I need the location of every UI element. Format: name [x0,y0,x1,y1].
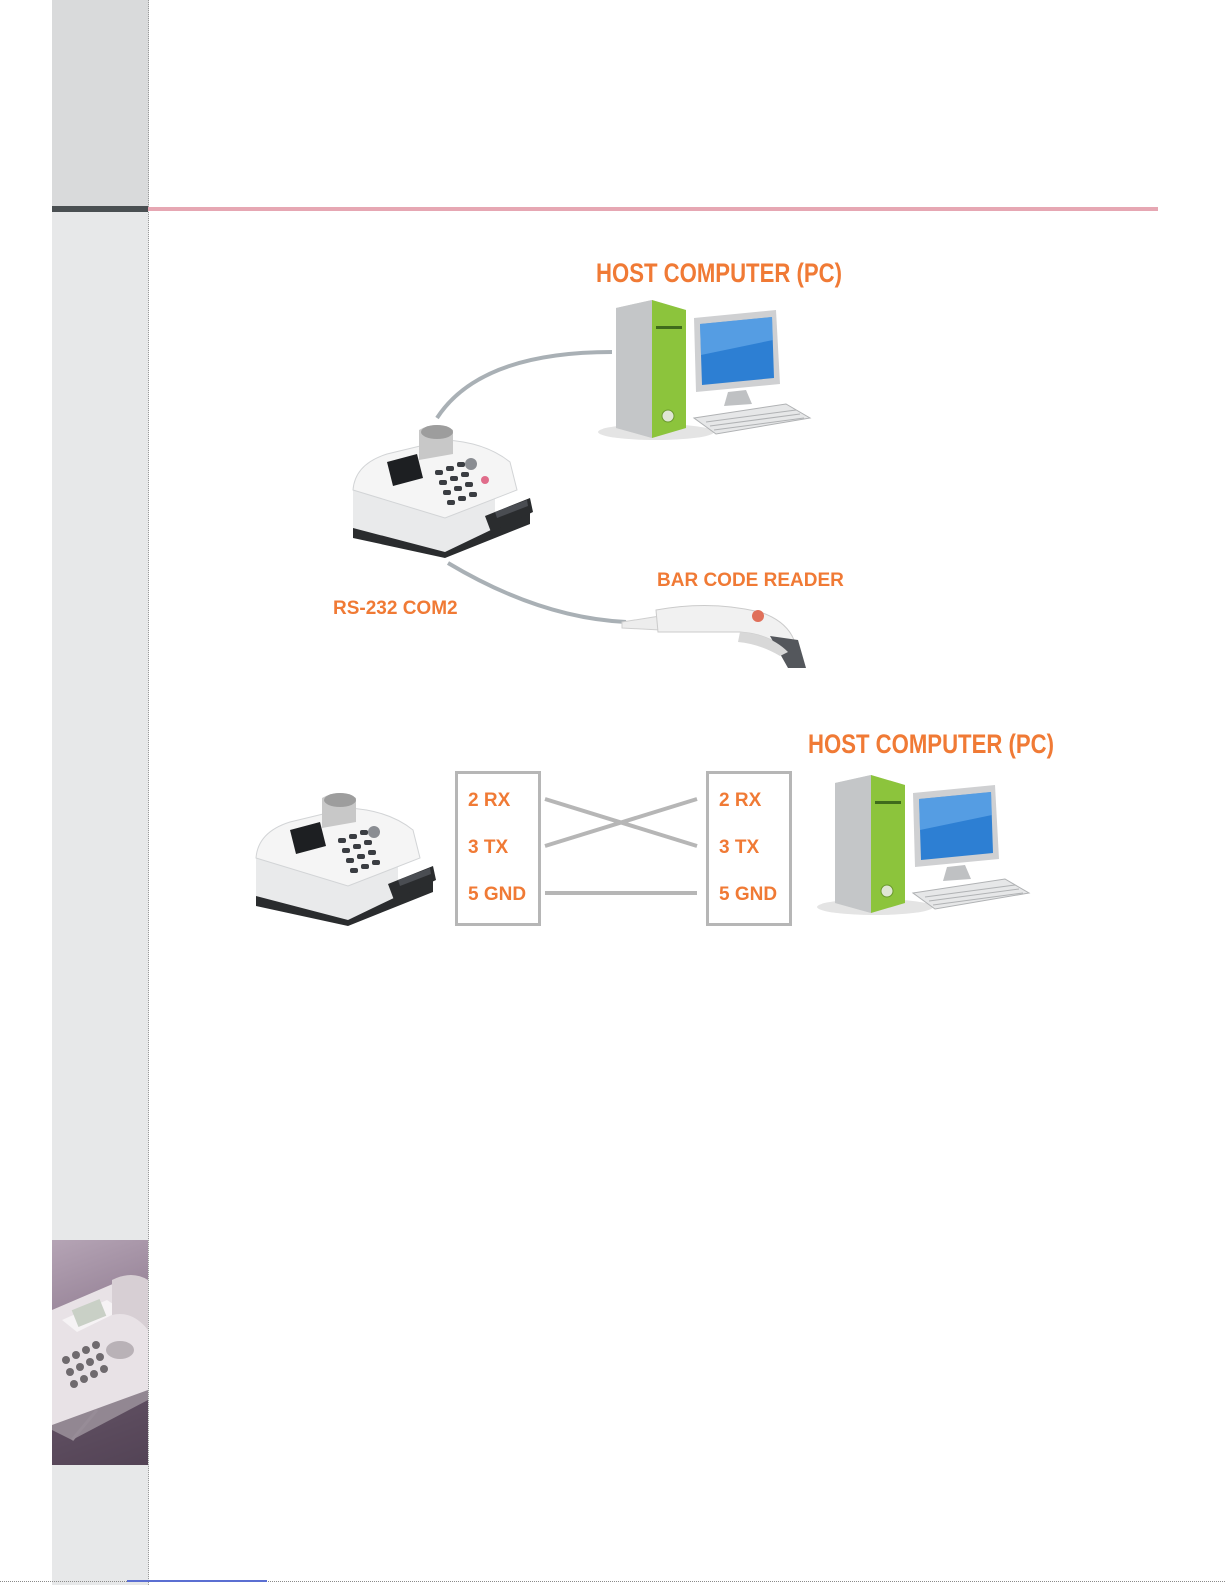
footer-accent [127,1580,267,1582]
device-photo-drawing [52,1240,148,1465]
wiring-lines [0,0,1225,1000]
sidebar-device-photo [52,1240,148,1465]
host-pc-icon-2 [815,775,1035,915]
